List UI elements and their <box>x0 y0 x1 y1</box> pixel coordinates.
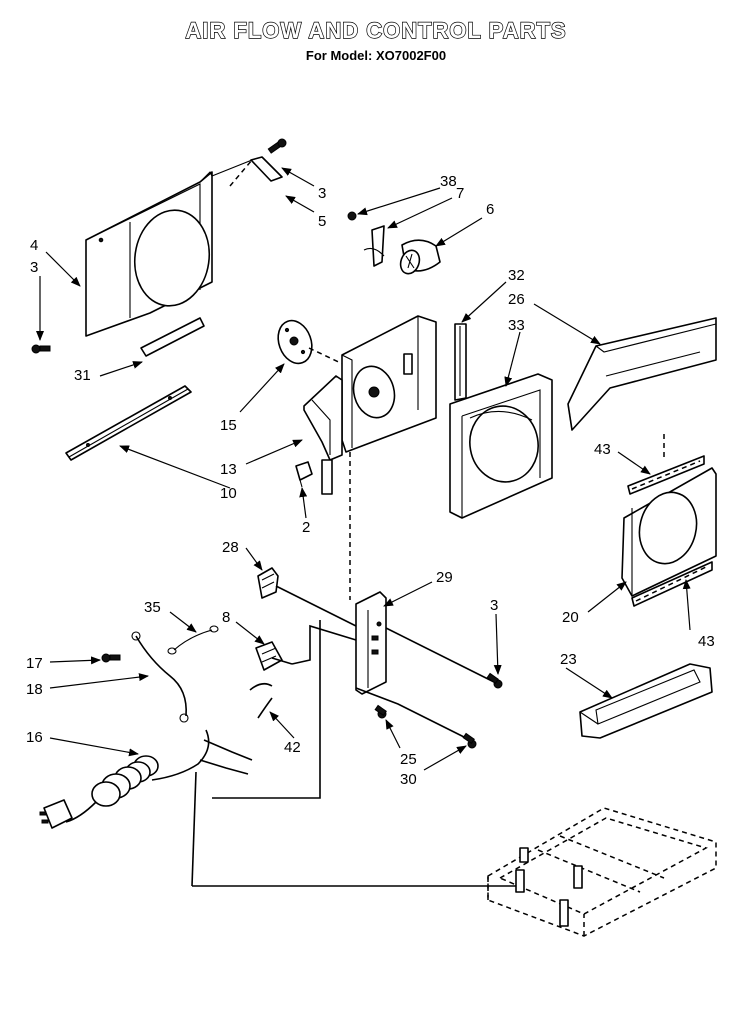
screw-and-clip-top <box>211 138 287 182</box>
orifice-shroud-left <box>85 171 213 337</box>
screw-25 <box>374 704 387 719</box>
callout-16: 16 <box>26 729 43 746</box>
harness-18 <box>131 631 189 723</box>
base-pan <box>487 807 717 937</box>
callout-10: 10 <box>220 485 237 502</box>
capacitor-assembly <box>347 211 441 275</box>
callout-35: 35 <box>144 599 161 616</box>
motor-mount-15 <box>277 319 346 366</box>
strip-43-bottom <box>631 561 713 607</box>
callout-33: 33 <box>508 317 525 334</box>
wiring-runs <box>192 585 520 887</box>
sensor-8 <box>255 641 293 671</box>
callout-38: 38 <box>440 173 457 190</box>
callout-8: 8 <box>222 609 230 626</box>
blower-housing-33 <box>449 373 553 519</box>
bulkhead-13 <box>303 315 437 495</box>
tray-23 <box>579 663 713 739</box>
callout-13: 13 <box>220 461 237 478</box>
partition-20 <box>621 467 717 597</box>
screw-30 <box>462 732 477 749</box>
strip-32 <box>454 323 467 401</box>
bracket-10 <box>65 385 192 461</box>
screw-17 <box>101 653 121 663</box>
callout-43-bottom: 43 <box>698 633 715 650</box>
callout-30: 30 <box>400 771 417 788</box>
callout-15: 15 <box>220 417 237 434</box>
callout-18: 18 <box>26 681 43 698</box>
strip-31 <box>31 317 205 357</box>
terminal-28 <box>257 567 279 599</box>
callout-31: 31 <box>74 367 91 384</box>
callout-4: 4 <box>30 237 38 254</box>
power-cord-16 <box>39 729 253 887</box>
strip-43-top <box>627 455 705 495</box>
diagram-title: AIR FLOW AND CONTROL PARTS <box>185 17 567 43</box>
screw-3-right <box>486 672 503 689</box>
callout-20: 20 <box>562 609 579 626</box>
callout-7: 7 <box>456 185 464 202</box>
callout-23: 23 <box>560 651 577 668</box>
callout-32: 32 <box>508 267 525 284</box>
callout-labels: 3 5 4 3 31 10 15 13 2 38 7 6 32 26 33 43… <box>26 173 715 788</box>
callout-3-left: 3 <box>30 259 38 276</box>
air-duct-26 <box>567 317 717 431</box>
tube-42 <box>249 682 273 719</box>
clip-2 <box>295 461 313 488</box>
callout-3-top: 3 <box>318 185 326 202</box>
callout-2: 2 <box>302 519 310 536</box>
model-subtitle: For Model: XO7002F00 <box>305 48 447 63</box>
callout-26: 26 <box>508 291 525 308</box>
alignment-lines <box>229 159 665 600</box>
callout-43-top: 43 <box>594 441 611 458</box>
leader-lines <box>36 167 691 771</box>
callout-5: 5 <box>318 213 326 230</box>
clip-35 <box>167 625 219 655</box>
callout-6: 6 <box>486 201 494 218</box>
callout-17: 17 <box>26 655 43 672</box>
bracket-29 <box>355 591 387 695</box>
callout-28: 28 <box>222 539 239 556</box>
callout-29: 29 <box>436 569 453 586</box>
callout-42: 42 <box>284 739 301 756</box>
callout-25: 25 <box>400 751 417 768</box>
callout-3-right: 3 <box>490 597 498 614</box>
